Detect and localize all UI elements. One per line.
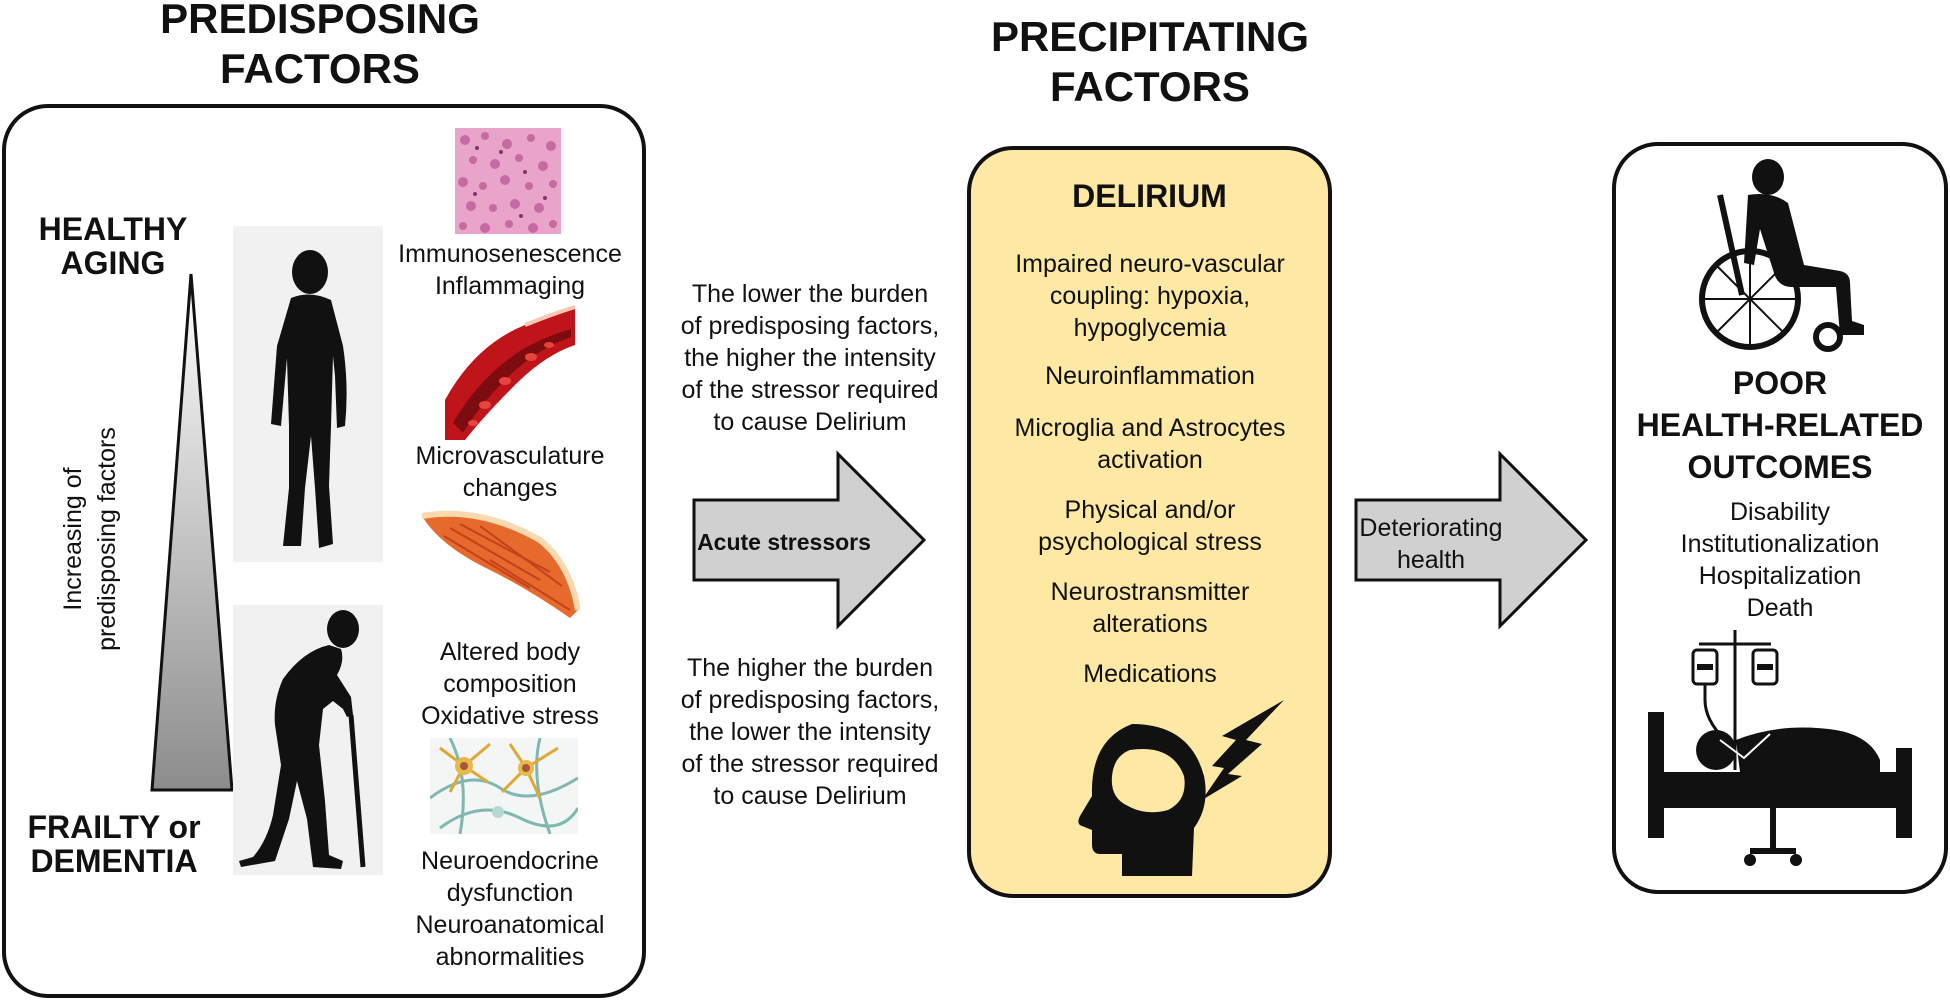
acute-stressors-arrow <box>692 450 927 630</box>
outcomes-list: Disability Institutionalization Hospital… <box>1612 496 1948 624</box>
high-burden-note: The higher the burden of predisposing fa… <box>680 654 940 810</box>
elderly-with-cane-icon <box>239 610 366 869</box>
factor-immunosenescence: Immunosenescence Inflammaging <box>398 240 622 300</box>
lightning-bolt-icon <box>1202 700 1284 800</box>
outcome-item: Disability <box>1729 498 1831 526</box>
outcomes-panel <box>1612 142 1948 894</box>
neuron-network-icon <box>430 738 578 834</box>
low-burden-note: The lower the burden of predisposing fac… <box>680 280 940 436</box>
walking-person-icon <box>271 250 347 548</box>
delirium-item-neurovascular: Impaired neuro-vascular coupling: hypoxi… <box>1015 250 1285 342</box>
healthy-figure-panel <box>233 226 383 562</box>
hospital-bed-icon <box>1648 712 1912 866</box>
outcomes-heading: POOR HEALTH-RELATED OUTCOMES <box>1636 365 1924 485</box>
deteriorating-health-label: Deteriorating health <box>1359 514 1503 574</box>
acute-stressors-label: Acute stressors <box>697 529 871 555</box>
tissue-histology-icon <box>455 128 561 234</box>
outcome-item: Death <box>1746 594 1814 622</box>
muscle-fiber-icon <box>421 510 580 618</box>
delirium-item-neurotransmitter: Neurostransmitter alterations <box>1050 578 1250 638</box>
frailty-dementia-label: FRAILTY or DEMENTIA <box>27 809 201 879</box>
delirium-item-neuroinflammation: Neuroinflammation <box>1045 362 1255 390</box>
delirium-title: DELIRIUM <box>1072 178 1227 214</box>
delirium-item-microglia: Microglia and Astrocytes activation <box>1014 414 1286 474</box>
factor-microvasculature: Microvasculature changes <box>415 442 605 502</box>
factor-body-composition: Altered body composition Oxidative stres… <box>421 638 599 730</box>
healthy-aging-label: HEALTHY AGING <box>38 211 188 281</box>
gradient-wedge <box>150 273 234 792</box>
blood-vessel-icon <box>445 305 575 440</box>
predisposing-panel <box>2 104 646 998</box>
predisposing-axis-label: Increasing of predisposing factors <box>59 427 121 651</box>
precipitating-title: PRECIPITATING FACTORS <box>990 13 1310 110</box>
delirium-item-stress: Physical and/or psychological stress <box>1038 496 1262 556</box>
frail-figure-panel <box>233 605 383 875</box>
outcome-item: Institutionalization <box>1680 530 1880 558</box>
iv-drip-icon <box>1691 630 1779 770</box>
factor-neuroendocrine: Neuroendocrine dysfunction Neuroanatomic… <box>415 847 605 971</box>
wheelchair-person-icon <box>1699 159 1864 352</box>
head-with-brain-icon <box>1078 724 1206 876</box>
outcome-item: Hospitalization <box>1698 562 1862 590</box>
delirium-item-medications: Medications <box>1083 660 1217 688</box>
predisposing-title: PREDISPOSING FACTORS <box>160 0 480 92</box>
deteriorating-health-arrow <box>1354 450 1589 630</box>
